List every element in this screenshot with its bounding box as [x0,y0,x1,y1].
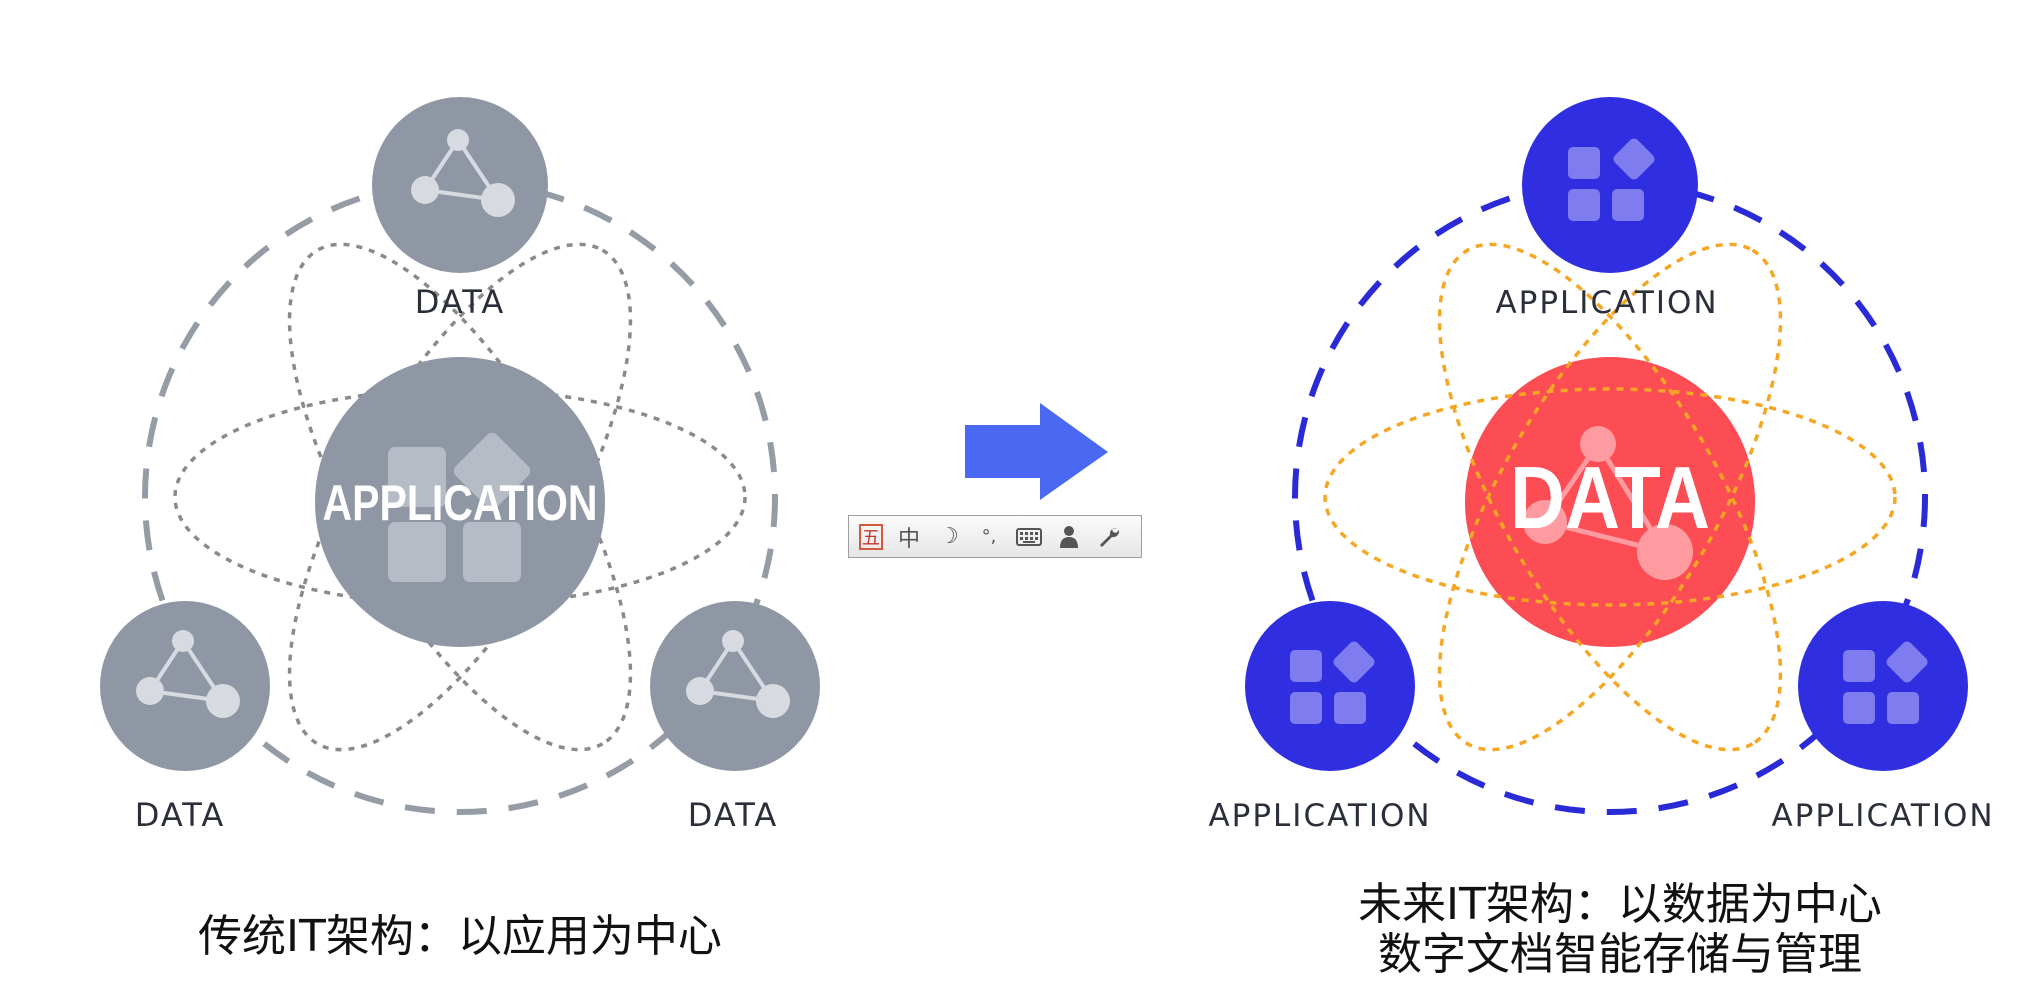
ime-toolbar[interactable]: 五 中 ☽ °, [848,515,1142,558]
left-orbit-tilted-a [287,242,633,752]
chinese-mode-icon[interactable]: 中 [897,526,920,552]
app-grid-icon [1568,138,1655,221]
right-diagram: DATA APPLICATION APPLICATION [1208,97,1994,834]
right-orbit-tilted-b [1437,242,1783,752]
data-network-icon [686,630,790,718]
right-center-label: DATA [1510,448,1710,547]
left-diagram: APPLICATION DATA [100,97,820,834]
right-bottom-left-node [1245,601,1415,771]
right-orbits [1323,242,1897,752]
right-bottom-right-node [1798,601,1968,771]
right-orbit-tilted-a [1437,242,1783,752]
data-network-icon [411,129,515,217]
right-top-node [1522,97,1698,273]
left-bottom-right-node [650,601,820,771]
wubi-mode-icon[interactable]: 五 [859,523,883,550]
caption-future-architecture: 未来IT架构：以数据为中心 数字文档智能存储与管理 [1250,880,1990,980]
left-orbit-tilted-b [287,242,633,752]
settings-wrench-icon[interactable] [1095,523,1123,551]
left-bottom-left-node [100,601,270,771]
user-icon[interactable] [1055,523,1083,551]
left-center-label: APPLICATION [323,475,598,531]
right-bottom-right-label: APPLICATION [1771,798,1994,834]
punctuation-icon[interactable]: °, [981,526,997,547]
keyboard-icon[interactable] [1015,523,1043,551]
caption-future-line2: 数字文档智能存储与管理 [1378,929,1862,980]
right-center-circle [1465,357,1755,647]
caption-traditional-architecture: 传统IT架构：以应用为中心 [198,911,722,962]
left-top-node [372,97,548,273]
right-top-label: APPLICATION [1495,285,1718,321]
caption-future-line1: 未来IT架构：以数据为中心 [1358,879,1882,930]
data-network-icon [136,630,240,718]
right-orbit-horizontal [1323,387,1897,607]
half-width-icon[interactable]: ☽ [939,524,959,549]
left-center-circle [315,357,605,647]
app-grid-icon [1290,641,1375,724]
left-orbits [173,242,747,752]
left-bottom-left-label: DATA [135,796,225,834]
app-grid-icon [1843,641,1928,724]
data-network-icon [1523,426,1693,580]
app-grid-icon [388,432,531,582]
left-orbit-horizontal [173,387,747,607]
right-arrow-icon [965,403,1108,500]
left-top-label: DATA [415,283,505,321]
right-bottom-left-label: APPLICATION [1208,798,1431,834]
left-bottom-right-label: DATA [688,796,778,834]
